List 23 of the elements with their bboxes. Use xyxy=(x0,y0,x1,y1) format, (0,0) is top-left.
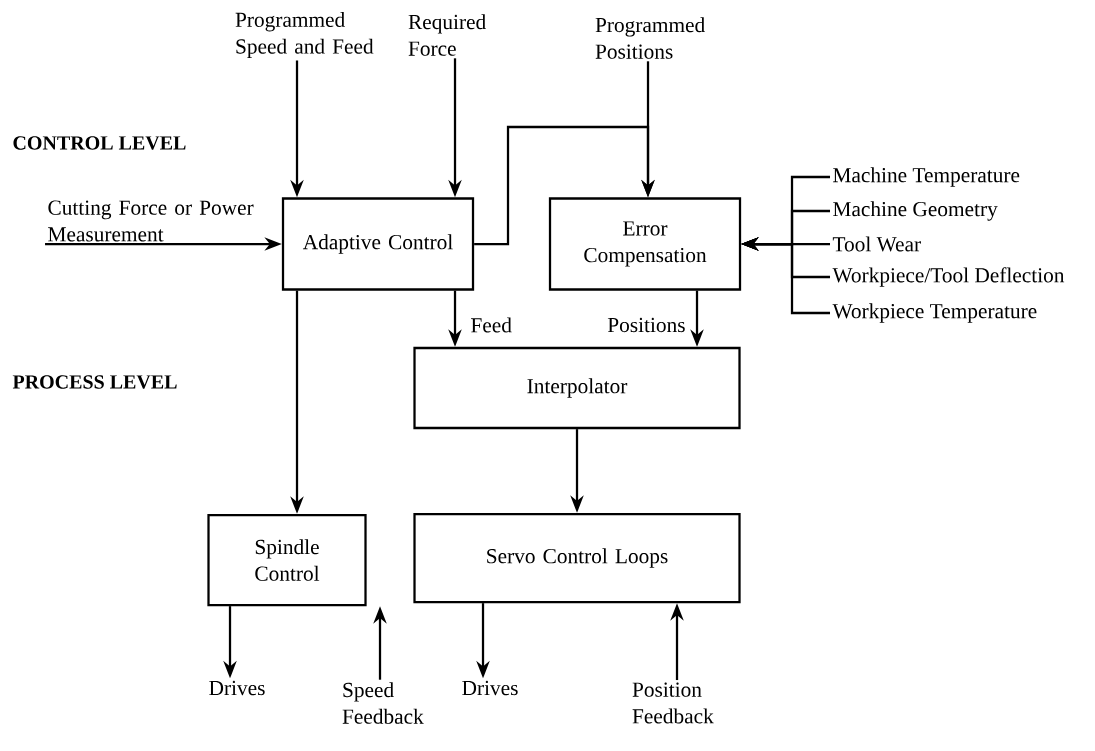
input-label: Machine Geometry xyxy=(833,201,998,221)
input-label: Tool Wear xyxy=(832,236,921,252)
arrow xyxy=(474,125,655,246)
edge-label: Feed xyxy=(469,316,514,334)
signal-label: Cutting Force or Power Measurement xyxy=(48,200,254,242)
signal-label: Speed Feedback xyxy=(342,682,424,724)
signal-label: Drives xyxy=(209,680,265,696)
process-box: Spindle Control xyxy=(207,513,367,607)
signal-label: Programmed Speed and Feed xyxy=(235,12,374,58)
signal-label: Drives xyxy=(462,680,518,696)
input-label: Workpiece/Tool Deflection xyxy=(832,267,1065,287)
process-box: Interpolator xyxy=(413,346,741,430)
edge-label: Positions xyxy=(605,316,687,334)
level-heading: PROCESS LEVEL xyxy=(12,375,177,389)
signal-label: Required Force xyxy=(408,14,486,56)
input-label: Workpiece Temperature xyxy=(832,303,1037,323)
process-box: Servo Control Loops xyxy=(413,512,741,604)
signal-label: Programmed Positions xyxy=(595,17,705,59)
signal-label: Position Feedback xyxy=(632,682,714,724)
level-heading: CONTROL LEVEL xyxy=(13,136,186,150)
input-label: Machine Temperature xyxy=(833,167,1020,187)
process-box: Error Compensation xyxy=(548,197,742,291)
process-box: Adaptive Control xyxy=(281,197,475,291)
